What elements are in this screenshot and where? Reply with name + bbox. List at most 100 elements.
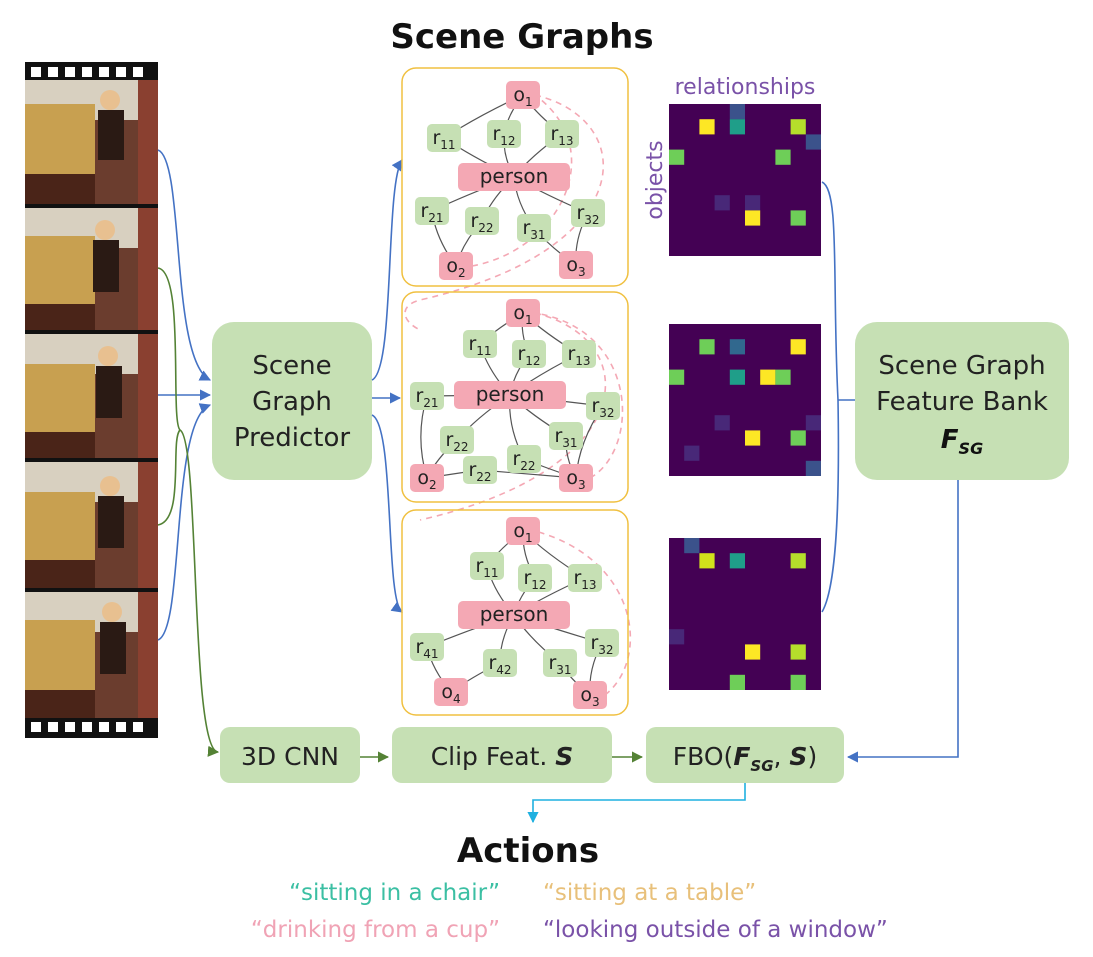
heatmap-cell [790,430,806,446]
relation-node-r41: r41 [410,633,444,661]
scene-graph-frame [401,291,629,503]
heatmap-1 [669,104,821,256]
heatmap-cell [745,210,761,226]
person-node: person [454,381,566,409]
action-sitting-in-chair: “sitting in a chair” [289,880,500,906]
object-node-o3: o3 [573,681,607,709]
node-label: r13 [550,123,573,148]
node-label: r22 [445,429,468,454]
heatmap-cell [745,644,761,660]
svg-text:FBO(FSG, S): FBO(FSG, S) [673,742,817,775]
node-label: o2 [446,255,465,280]
node-label: r22 [468,459,491,484]
video-frame-2 [25,208,158,330]
action-sitting-at-table: “sitting at a table” [543,880,756,906]
predictor-line-1: Scene [252,351,331,381]
heatmap-cell [805,415,821,431]
frame-to-cnn-arrows [157,267,220,757]
objects-label: objects [643,140,668,219]
heatmap-cell [790,674,806,690]
heatmap-cell [669,149,685,165]
relation-node-r22: r22 [507,445,541,473]
node-label: r42 [488,652,511,677]
relation-node-r13: r13 [568,564,602,592]
predictor-to-graphs-arrows [371,159,403,613]
object-node-o2: o2 [439,252,473,280]
node-label: r13 [573,567,596,592]
heatmap-cell [714,415,730,431]
node-label: o1 [513,520,532,545]
adjacency-heatmaps [669,104,821,690]
heatmap-cell [745,195,761,211]
node-label: o3 [580,684,599,709]
node-label: o4 [441,681,460,706]
action-drinking-from-cup: “drinking from a cup” [251,917,500,943]
heatmap-cell [729,119,745,135]
heatmap-cell [699,119,715,135]
relation-node-r32: r32 [571,199,605,227]
relation-node-r13: r13 [562,340,596,368]
node-label: r13 [567,343,590,368]
video-frame-1 [25,80,158,204]
person-node: person [458,601,570,629]
node-label: r31 [554,425,577,450]
node-label: r32 [591,395,614,420]
node-label: r31 [522,217,545,242]
relation-node-r12: r12 [487,120,521,148]
heatmap-cell [805,134,821,150]
film-sprocket-holes-top [31,67,143,77]
film-sprocket-holes-bottom [31,722,143,732]
relation-node-r11: r11 [470,552,504,580]
node-label: r32 [590,632,613,657]
node-label: o3 [566,254,585,279]
relation-node-r31: r31 [517,214,551,242]
scene-graph-frame [401,67,629,287]
heatmap-cell [729,104,745,120]
relation-node-r22: r22 [463,456,497,484]
predictor-line-2: Graph [252,387,332,417]
relation-node-r21: r21 [410,382,444,410]
heatmap-cell [729,339,745,355]
node-label: r11 [475,555,498,580]
fbo-to-actions-arrow [527,783,746,824]
node-label: r12 [523,567,546,592]
heatmaps-to-bank-connector [821,181,840,613]
relation-node-r31: r31 [549,422,583,450]
title: Scene Graphs [390,17,653,57]
node-label: o1 [513,302,532,327]
bank-to-fbo-arrow [846,480,959,763]
relation-node-r32: r32 [585,629,619,657]
cnn-box: 3D CNN [220,727,360,783]
relation-node-r11: r11 [427,124,461,152]
relation-node-r13: r13 [545,120,579,148]
node-label: r22 [512,448,535,473]
node-label: r11 [432,127,455,152]
bank-symbol: FSG [941,425,983,458]
heatmap-cell [790,210,806,226]
relation-node-r11: r11 [463,330,497,358]
node-label: r22 [470,210,493,235]
relation-node-r42: r42 [483,649,517,677]
video-frame-3 [25,334,158,458]
object-node-o3: o3 [559,464,593,492]
svg-text:Clip Feat. S: Clip Feat. S [431,742,574,771]
video-frame-5 [25,592,158,718]
node-label: r32 [576,202,599,227]
scene-graph-predictor-box: Scene Graph Predictor [212,322,372,480]
heatmap-cell [714,195,730,211]
heatmap-cell [775,149,791,165]
person-node: person [458,163,570,191]
heatmap-cell [669,369,685,385]
bank-line-1: Scene Graph [878,351,1045,381]
fbo-box: FBO(FSG, S) [646,727,844,783]
heatmap-cell [669,629,685,645]
relation-node-r21: r21 [415,197,449,225]
heatmap-cell [790,339,806,355]
relation-node-r12: r12 [512,340,546,368]
heatmap-cell [760,369,776,385]
predictor-line-3: Predictor [234,423,350,453]
heatmap-cell [699,553,715,569]
